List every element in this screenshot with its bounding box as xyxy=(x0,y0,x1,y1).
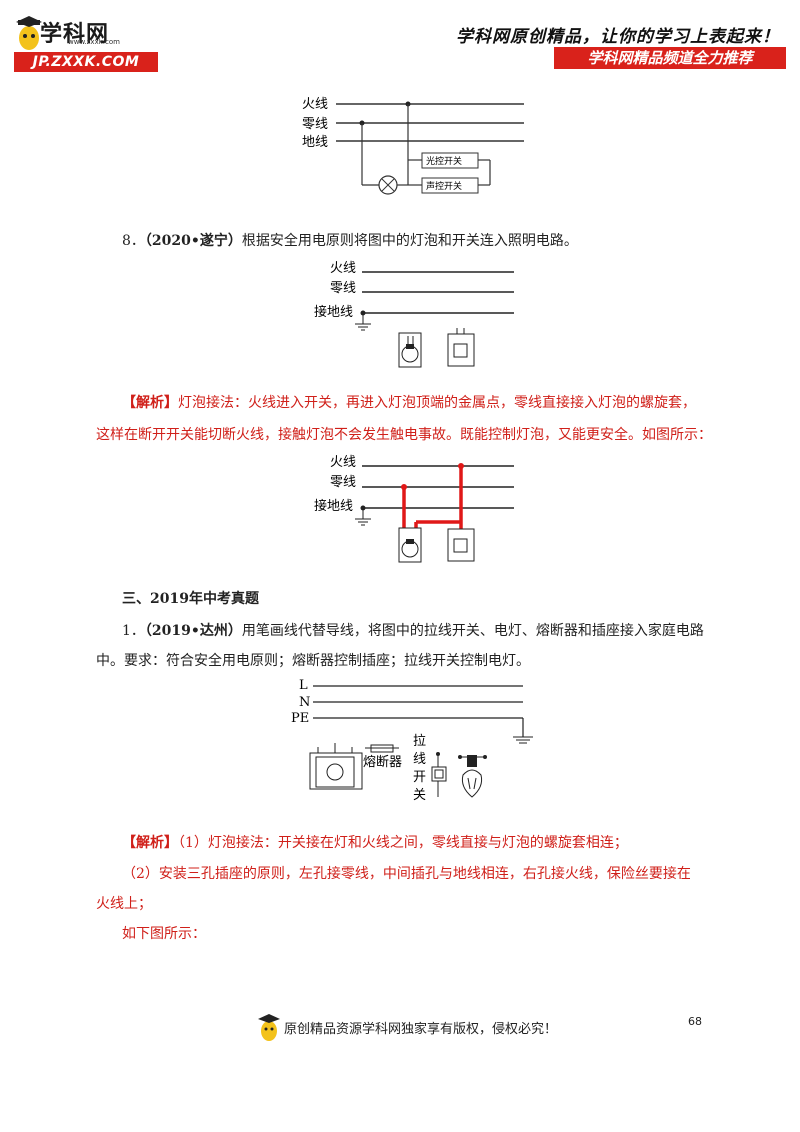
logo-sub-url: www.zxxk.com xyxy=(68,38,120,46)
circuit-diagram-answer: 火线 零线 接地线 xyxy=(314,455,514,563)
question-1-line2: 中。要求：符合安全用电原则；熔断器控制插座；拉线开关控制电灯。 xyxy=(96,653,530,669)
switch-label-char-4: 关 xyxy=(413,788,426,803)
mascot-icon xyxy=(258,1014,280,1041)
page-number: 68 xyxy=(688,1015,702,1028)
wire-label-neutral: 零线 xyxy=(302,117,328,132)
switch-label-char-1: 拉 xyxy=(413,734,426,749)
logo-text: 学科网 xyxy=(40,22,110,47)
header-slogan: 学科网原创精品，让你的学习上表起来！ xyxy=(456,27,780,47)
wire-label-ground: 地线 xyxy=(302,135,328,150)
analysis-8-line1: 【解析】灯泡接法：火线进入开关，再进入灯泡顶端的金属点，零线直接接入灯泡的螺旋套… xyxy=(122,395,696,411)
socket-icon xyxy=(309,743,363,790)
switch-label-char-3: 开 xyxy=(413,770,426,785)
fuse-label: 熔断器 xyxy=(363,755,402,770)
analysis-8-line2: 这样在断开开关能切断火线，接触灯泡不会发生触电事故。既能控制灯泡，又能更安全。如… xyxy=(96,427,712,443)
pull-switch-icon xyxy=(431,752,447,797)
mascot-icon xyxy=(16,16,42,50)
question-number: 8． xyxy=(122,233,145,249)
fuse-icon xyxy=(365,744,399,753)
site-logo xyxy=(14,14,164,74)
wire-label-ground: 接地线 xyxy=(314,304,353,320)
analysis-tag: 【解析】 xyxy=(122,395,178,411)
wire-label-PE: PE xyxy=(291,711,309,726)
question-1-line1: 1．（2019•达州）用笔画线代替导线，将图中的拉线开关、电灯、熔断器和插座接入… xyxy=(122,623,704,639)
wire-label-live: 火线 xyxy=(302,97,328,112)
circuit-diagram-blank: 火线 零线 接地线 xyxy=(314,261,514,368)
wire-label-N: N xyxy=(299,695,310,710)
question-source: （2020•遂宁） xyxy=(144,233,242,249)
switch-icon xyxy=(447,528,475,562)
analysis-1-line1: 【解析】（1）灯泡接法：开关接在灯和火线之间，零线直接与灯泡的螺旋套相连； xyxy=(122,835,628,851)
logo-url-banner[interactable]: JP.ZXXK.COM xyxy=(14,52,158,72)
wire-label-neutral: 零线 xyxy=(330,281,356,296)
bulb-icon xyxy=(398,527,422,563)
sound-switch-label: 声控开关 xyxy=(426,180,462,192)
wire-label-live: 火线 xyxy=(330,261,356,276)
light-switch-label: 光控开关 xyxy=(426,155,462,167)
analysis-1-line3: 火线上； xyxy=(96,896,152,912)
switch-label-char-2: 线 xyxy=(413,752,426,767)
header-banner: 学科网精品频道全力推荐 xyxy=(554,47,786,69)
section-title: 三、2019年中考真题 xyxy=(122,591,259,607)
bulb-icon xyxy=(458,755,487,798)
wire-label-live: 火线 xyxy=(330,455,356,470)
analysis-1-line4: 如下图所示： xyxy=(122,926,206,942)
wire-label-ground: 接地线 xyxy=(314,498,353,514)
wire-label-neutral: 零线 xyxy=(330,475,356,490)
footer-copyright: 原创精品资源学科网独家享有版权，侵权必究！ xyxy=(284,1022,558,1037)
question-text: 根据安全用电原则将图中的灯泡和开关连入照明电路。 xyxy=(241,233,578,249)
bulb-icon xyxy=(398,332,422,368)
circuit-diagram-household: L N PE 熔断器 拉 线 开 关 xyxy=(291,678,533,803)
question-8: 8．（2020•遂宁）根据安全用电原则将图中的灯泡和开关连入照明电路。 xyxy=(122,231,578,251)
switch-icon xyxy=(447,328,475,367)
analysis-1-line2: （2）安装三孔插座的原则，左孔接零线，中间插孔与地线相连，右孔接火线，保险丝要接… xyxy=(122,866,691,882)
circuit-diagram-light-sound-switch: 火线 零线 地线 光控开关 声控开关 xyxy=(302,97,524,195)
wire-label-L: L xyxy=(299,678,308,693)
